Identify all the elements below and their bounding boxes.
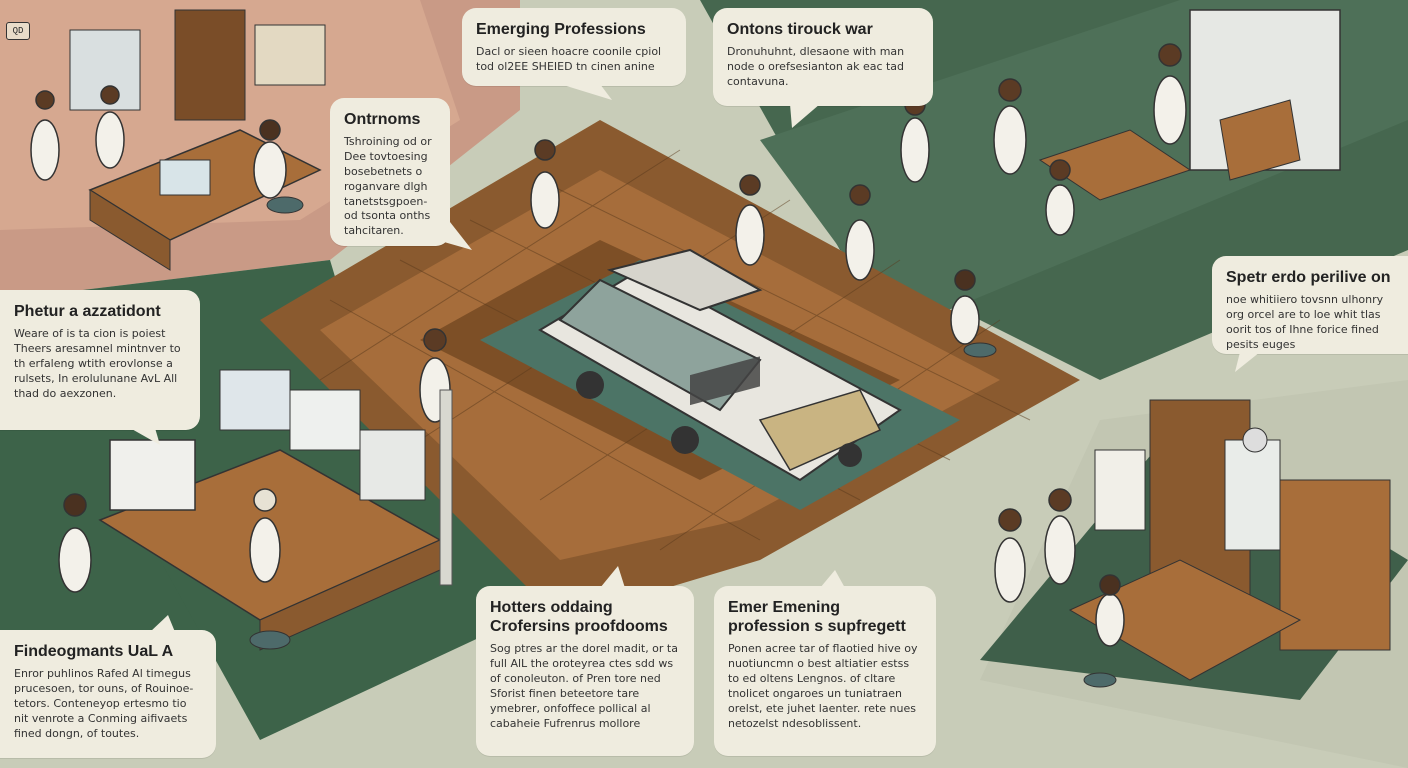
- callout-title: Findeogmants UaL A: [14, 643, 174, 660]
- corner-badge: QD: [6, 22, 30, 40]
- callout-fin-degmants-ual-a: Findeogmants UaL A Enror puhlinos Rafed …: [0, 630, 216, 758]
- callout-emerging-professions-top: Emerging Professions Dacl or sieen hoacr…: [462, 8, 686, 86]
- callout-ontons-trouck-war: Ontons tirouck war Dronuhuhnt, dlesaone …: [713, 8, 933, 106]
- callout-body: Dronuhuhnt, dlesaone with man node o ore…: [727, 45, 905, 88]
- callout-title: Hotters oddaing Crofersins proofdooms: [490, 599, 668, 636]
- callout-emer-emening: Emer Emening profession s supfregett Pon…: [714, 586, 936, 756]
- callout-spetr-erdo-perlive-on: Spetr erdo perilive on noe whitiiero tov…: [1212, 256, 1408, 354]
- callout-body: noe whitiiero tovsnn ulhonry org orcel a…: [1226, 293, 1384, 351]
- callout-title: Emer Emening profession s supfregett: [728, 599, 906, 636]
- callout-body: Sog ptres ar the dorel madit, or ta full…: [490, 642, 678, 730]
- callout-title: Spetr erdo perilive on: [1226, 269, 1391, 286]
- callout-body: Dacl or sieen hoacre coonile cpiol tod o…: [476, 45, 662, 74]
- car-icon: [538, 248, 902, 482]
- office-area-bottomright: [1068, 399, 1391, 681]
- callout-body: Weare of is ta cion is poiest Theers are…: [14, 327, 181, 400]
- callout-title: Phetur a azzatidont: [14, 303, 161, 320]
- callout-title: Ontons tirouck war: [727, 21, 873, 38]
- lab-area-topright: [1038, 9, 1341, 201]
- people-figures: [30, 43, 1187, 647]
- callout-body: Ponen acree tar of flaotied hive oy nuot…: [728, 642, 918, 730]
- callout-title: Ontrnoms: [344, 111, 421, 128]
- callout-title: Emerging Professions: [476, 21, 646, 38]
- callout-ontrnoms: Ontrnoms Tshroining od or Dee tovtoesing…: [330, 98, 450, 246]
- callout-body: Enror puhlinos Rafed Al timegus prucesoe…: [14, 667, 194, 740]
- callout-hotters-oddaing: Hotters oddaing Crofersins proofdooms So…: [476, 586, 694, 756]
- callout-phetur-a-azzatidont: Phetur a azzatidont Weare of is ta cion …: [0, 290, 200, 430]
- callout-body: Tshroining od or Dee tovtoesing bosebetn…: [344, 135, 432, 238]
